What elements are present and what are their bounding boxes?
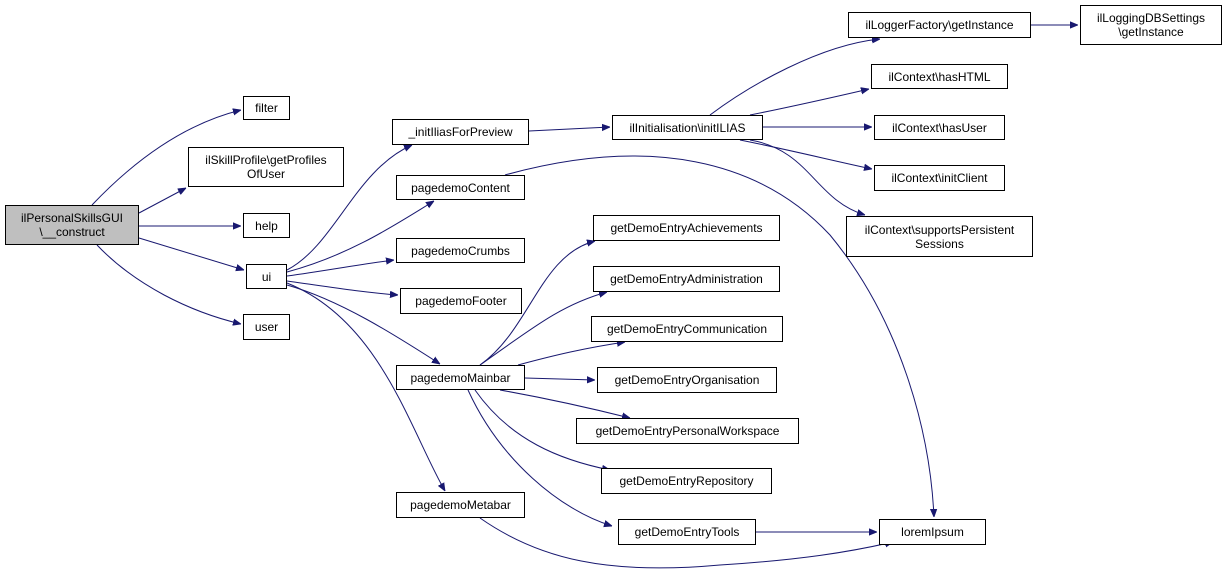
edge-ui-to-initIliasForPreview <box>286 144 412 271</box>
edge-pagedemoMainbar-to-getDemoEntryTools <box>467 389 612 526</box>
node-filter[interactable]: filter <box>243 96 290 120</box>
node-user[interactable]: user <box>243 314 290 340</box>
node-get-demo-entry-tools[interactable]: getDemoEntryTools <box>618 519 756 545</box>
node-logger-factory-get-instance[interactable]: ilLoggerFactory\getInstance <box>848 12 1031 38</box>
edge-pagedemoMainbar-to-getDemoEntryPersonalWorkspace <box>499 389 630 418</box>
edge-pagedemoMainbar-to-getDemoEntryRepository <box>474 389 610 470</box>
node-ui[interactable]: ui <box>246 264 287 289</box>
edge-ui-to-pagedemoFooter <box>286 280 398 295</box>
node-get-demo-entry-organisation[interactable]: getDemoEntryOrganisation <box>597 367 777 393</box>
node-context-has-html[interactable]: ilContext\hasHTML <box>871 64 1008 89</box>
node-help[interactable]: help <box>243 213 290 238</box>
node-init-ilias[interactable]: ilInitialisation\initILIAS <box>612 115 763 140</box>
edge-initILIAS-to-loggerGetInstance <box>709 39 880 116</box>
edge-ui-to-pagedemoCrumbs <box>286 260 394 277</box>
node-get-demo-entry-achievements[interactable]: getDemoEntryAchievements <box>593 215 780 241</box>
node-root-function[interactable]: ilPersonalSkillsGUI \__construct <box>5 205 139 245</box>
edge-ui-to-pagedemoMetabar <box>286 282 445 491</box>
edge-initILIAS-to-hasHTML <box>749 89 869 116</box>
edge-root-to-getProfilesOfUser <box>138 188 186 214</box>
node-lorem-ipsum[interactable]: loremIpsum <box>879 519 986 545</box>
node-pagedemo-crumbs[interactable]: pagedemoCrumbs <box>396 238 525 263</box>
edge-root-to-user <box>96 244 241 324</box>
node-get-demo-entry-personal-workspace[interactable]: getDemoEntryPersonalWorkspace <box>576 418 799 444</box>
edge-pagedemoMainbar-to-getDemoEntryAchievements <box>479 241 595 366</box>
edge-pagedemoMainbar-to-getDemoEntryOrganisation <box>524 378 595 380</box>
node-context-init-client[interactable]: ilContext\initClient <box>874 165 1005 191</box>
edge-ui-to-pagedemoContent <box>286 201 434 273</box>
edge-pagedemoContent-to-loremIpsum <box>504 155 934 517</box>
node-pagedemo-content[interactable]: pagedemoContent <box>396 175 525 200</box>
node-init-ilias-for-preview[interactable]: _initIliasForPreview <box>392 119 529 145</box>
edge-pagedemoMainbar-to-getDemoEntryCommunication <box>517 342 625 366</box>
edge-pagedemoMainbar-to-getDemoEntryAdministration <box>479 292 607 366</box>
node-pagedemo-mainbar[interactable]: pagedemoMainbar <box>396 365 525 390</box>
node-get-demo-entry-administration[interactable]: getDemoEntryAdministration <box>593 266 780 292</box>
edge-root-to-ui <box>138 237 244 270</box>
edge-ui-to-pagedemoMainbar <box>286 284 440 364</box>
node-context-supports-persistent-sessions[interactable]: ilContext\supportsPersistent Sessions <box>846 216 1033 257</box>
node-get-demo-entry-repository[interactable]: getDemoEntryRepository <box>601 468 772 494</box>
node-context-has-user[interactable]: ilContext\hasUser <box>874 115 1005 140</box>
edge-initILIAS-to-supportsPersistentSessions <box>749 139 865 215</box>
node-logging-db-settings-get-instance[interactable]: ilLoggingDBSettings \getInstance <box>1080 5 1222 45</box>
edge-initIliasForPreview-to-initILIAS <box>528 127 610 132</box>
edge-initILIAS-to-initClient <box>739 139 872 169</box>
node-get-profiles-of-user[interactable]: ilSkillProfile\getProfiles OfUser <box>188 147 344 187</box>
node-get-demo-entry-communication[interactable]: getDemoEntryCommunication <box>591 316 783 342</box>
edge-root-to-filter <box>91 110 241 206</box>
node-pagedemo-metabar[interactable]: pagedemoMetabar <box>396 492 525 518</box>
node-pagedemo-footer[interactable]: pagedemoFooter <box>400 288 522 314</box>
edge-pagedemoMetabar-to-loremIpsum <box>479 517 893 569</box>
